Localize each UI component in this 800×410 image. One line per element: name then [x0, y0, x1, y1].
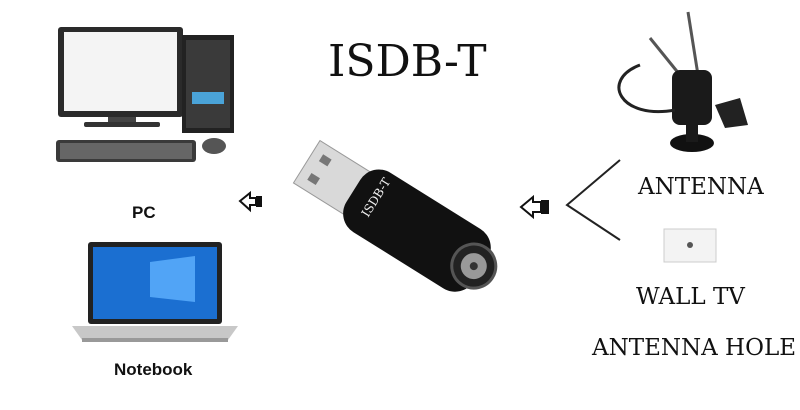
notebook-label: Notebook — [114, 360, 193, 379]
notebook-illustration — [72, 242, 238, 342]
desktop-pc-illustration — [56, 27, 234, 162]
fork-connector — [565, 159, 621, 241]
arrow-left-icon — [238, 190, 262, 213]
pc-label: PC — [132, 203, 156, 222]
antenna-label: ANTENNA — [638, 174, 764, 200]
antenna-illustration — [617, 11, 748, 152]
antenna-hole-label: ANTENNA HOLE — [592, 335, 797, 361]
wall-tv-label: WALL TV — [636, 284, 745, 310]
wall-tv-antenna-plate — [663, 228, 717, 263]
page-title: ISDB-T — [328, 36, 487, 87]
isdb-t-usb-dongle-illustration — [292, 139, 498, 292]
arrow-left-icon — [519, 194, 549, 220]
